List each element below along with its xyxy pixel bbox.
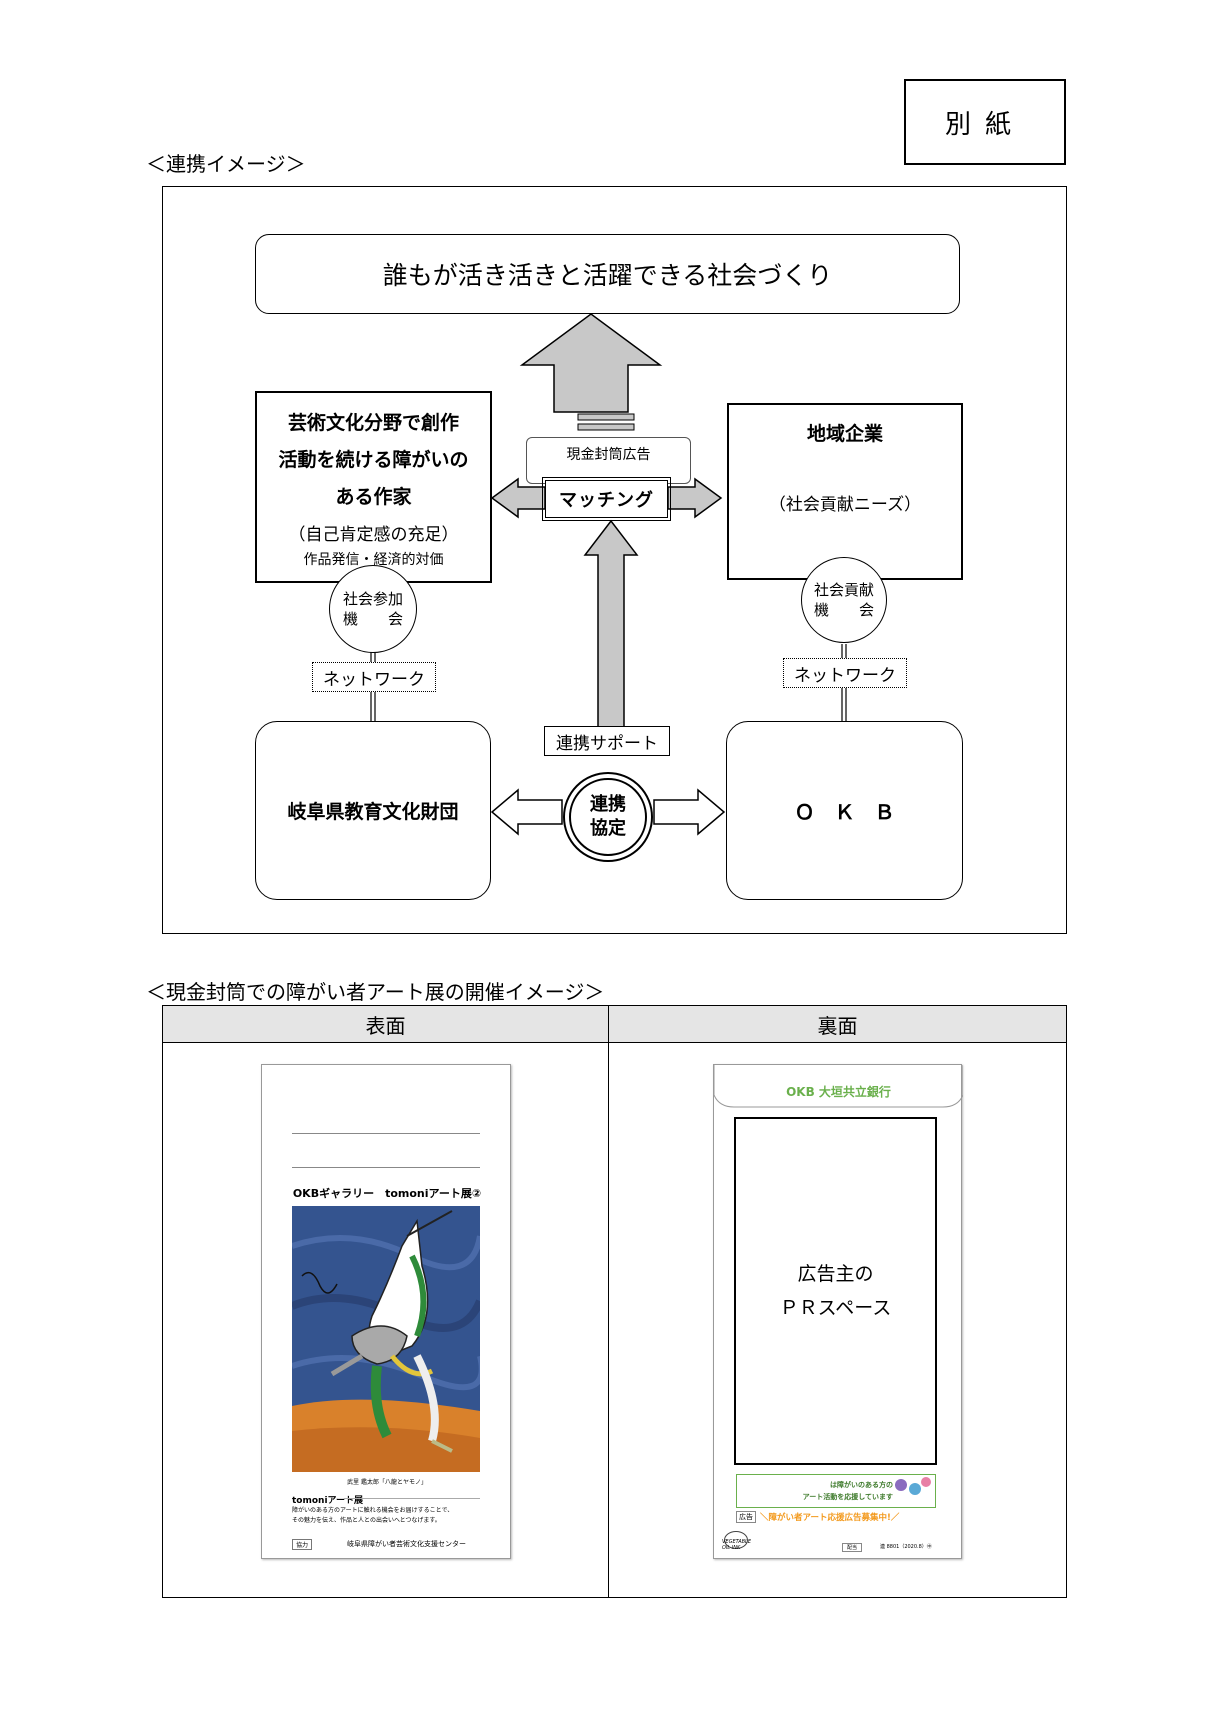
section-title-exhibition: ＜現金封筒での障がい者アート展の開催イメージ＞ — [146, 976, 604, 1005]
goal-box: 誰もが活き活きと活躍できる社会づくり — [255, 234, 960, 314]
artwork — [292, 1206, 480, 1472]
social-contribution-circle: 社会貢献 機 会 — [801, 557, 887, 643]
cash-envelope-ad-box: 現金封筒広告 — [526, 437, 691, 484]
artwork-image — [292, 1206, 480, 1472]
artists-self-esteem: （自己肯定感の充足） — [257, 520, 490, 545]
envelope-front: OKBギャラリー tomoniアート展② 武里 鑑太郎「八龍とヤモノ」 tomo… — [261, 1064, 511, 1559]
agreement-circle: 連携 協定 — [563, 772, 653, 862]
support-up-arrow — [585, 521, 637, 755]
veg-ink-text: VEGETABLE OIL INK — [722, 1539, 751, 1551]
front-rule — [292, 1167, 480, 1168]
about-line: その魅力を伝え、作品と人との出会いへとつなげます。 — [292, 1516, 453, 1526]
circle-line: 社会貢献 — [814, 580, 874, 600]
front-rule — [292, 1133, 480, 1134]
social-participation-circle: 社会参加 機 会 — [329, 565, 417, 653]
circle-line: 社会参加 — [343, 589, 403, 609]
cooperation-label: 協力 — [292, 1539, 312, 1550]
cash-envelope-ad-label: 現金封筒広告 — [567, 447, 651, 463]
bank-name: OKB 大垣共立銀行 — [714, 1083, 963, 1100]
support-banner-text: は障がいのある方の アート活動を応援しています — [743, 1479, 893, 1503]
network-right: ネットワーク — [783, 658, 907, 688]
artists-box: 芸術文化分野で創作 活動を続ける障がいの ある作家 （自己肯定感の充足） 作品発… — [255, 391, 492, 583]
envelope-back: OKB 大垣共立銀行 広告主の ＰＲスペース は障がいのある方の アート活動を応… — [713, 1064, 962, 1559]
pr-space-line: ＰＲスペース — [780, 1291, 892, 1325]
about-text: 障がいのある方のアートに触れる機会をお届けすることで、 その魅力を伝え、作品と人… — [292, 1506, 453, 1526]
about-title: tomoniアート展 — [292, 1493, 363, 1506]
pr-space-box: 広告主の ＰＲスペース — [734, 1117, 937, 1465]
companies-box: 地域企業 （社会貢献ニーズ） — [727, 403, 963, 580]
agreement-left-arrow — [492, 790, 562, 834]
ad-tag: 広告 — [736, 1511, 756, 1523]
mascot-icon — [921, 1477, 931, 1487]
cooperation-name: 岐阜県障がい者芸術文化支援センター — [347, 1539, 466, 1549]
companies-title: 地域企業 — [729, 419, 961, 446]
artists-title-line: ある作家 — [257, 479, 490, 516]
companies-need: （社会貢献ニーズ） — [729, 490, 961, 515]
about-rule — [344, 1498, 480, 1499]
art-caption: 武里 鑑太郎「八龍とヤモノ」 — [262, 1477, 512, 1486]
circle-line: 機 会 — [814, 600, 874, 620]
back-header: 裏面 — [609, 1006, 1066, 1043]
matching-left-arrow — [492, 479, 545, 517]
okb-box: Ｏ Ｋ Ｂ — [726, 721, 963, 900]
footer-tag: 配当 — [842, 1543, 862, 1552]
veg-line: OIL INK — [722, 1545, 751, 1551]
agreement-right-arrow — [654, 790, 724, 834]
gallery-title: OKBギャラリー tomoniアート展② — [262, 1185, 512, 1201]
about-line: 障がいのある方のアートに触れる機会をお届けすることで、 — [292, 1506, 453, 1516]
support-box: 連携サポート — [544, 726, 670, 756]
up-arrow-stripe — [578, 414, 634, 420]
matching-right-arrow — [668, 479, 721, 517]
agreement-line: 協定 — [590, 817, 626, 841]
recruit-text: ＼障がい者アート応援広告募集中!／ — [760, 1511, 899, 1523]
front-header: 表面 — [163, 1006, 609, 1043]
support-banner: は障がいのある方の アート活動を応援しています — [736, 1474, 936, 1508]
mascot-icon — [895, 1479, 907, 1491]
up-arrow-stripe — [578, 424, 634, 430]
up-arrow-goal — [522, 314, 660, 412]
table-divider — [608, 1043, 609, 1597]
network-left: ネットワーク — [312, 662, 436, 692]
pr-space-line: 広告主の — [797, 1257, 873, 1291]
agreement-line: 連携 — [590, 793, 626, 817]
support-line: は障がいのある方の — [743, 1479, 893, 1491]
circle-line: 機 会 — [343, 609, 403, 629]
artists-title-line: 芸術文化分野で創作 — [257, 405, 490, 442]
foundation-box: 岐阜県教育文化財団 — [255, 721, 491, 900]
mascot-icon — [909, 1483, 921, 1495]
artists-title-line: 活動を続ける障がいの — [257, 442, 490, 479]
support-line: アート活動を応援しています — [743, 1491, 893, 1503]
matching-box: マッチング — [545, 480, 668, 518]
footer-code: 連 8801（2020.8）㊥ — [880, 1543, 932, 1550]
